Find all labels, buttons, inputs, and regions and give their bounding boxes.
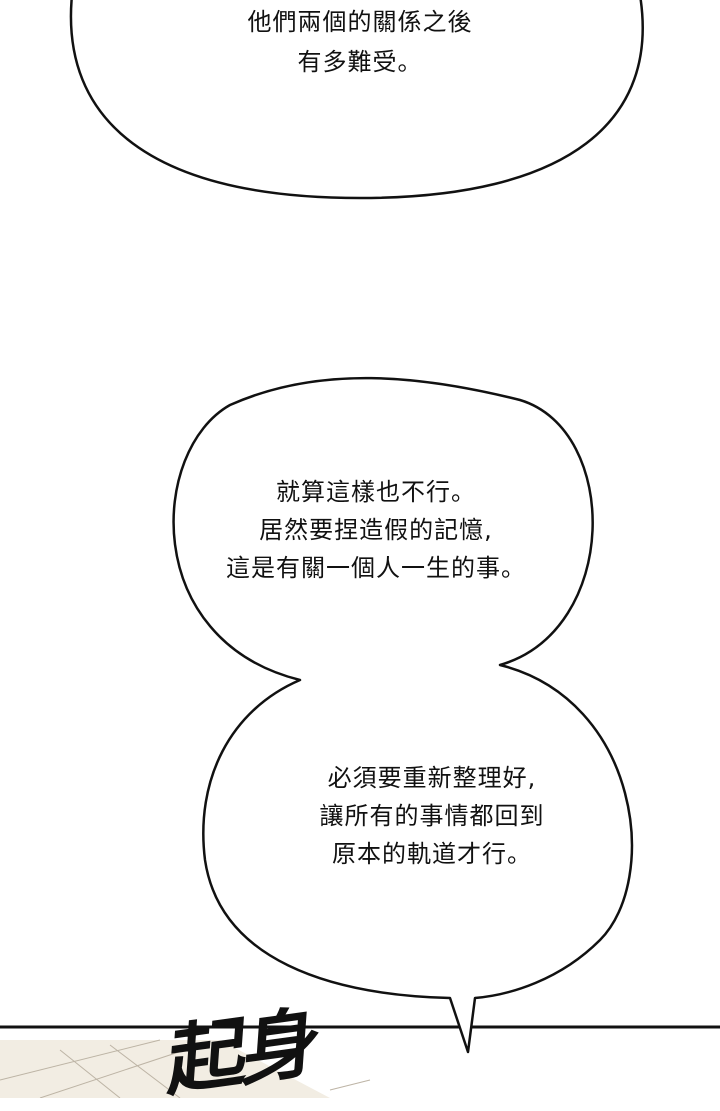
dialogue-line: 他們兩個的關係之後 [247, 8, 473, 36]
dialogue-line: 讓所有的事情都回到 [319, 802, 545, 830]
floor-lines [0, 1039, 371, 1098]
dialogue-line: 有多難受。 [297, 48, 423, 76]
dialogue-line: 就算這樣也不行。 [276, 478, 476, 506]
speech-bubble-top [69, 0, 644, 200]
dialogue-line: 這是有關一個人一生的事。 [226, 554, 526, 582]
dialogue-line: 必須要重新整理好, [327, 764, 537, 792]
dialogue-line: 原本的軌道才行。 [332, 840, 532, 868]
speech-bubble-main [172, 376, 634, 1054]
dialogue-line: 居然要捏造假的記憶, [259, 516, 493, 544]
sound-effect: 起身 [164, 998, 319, 1108]
